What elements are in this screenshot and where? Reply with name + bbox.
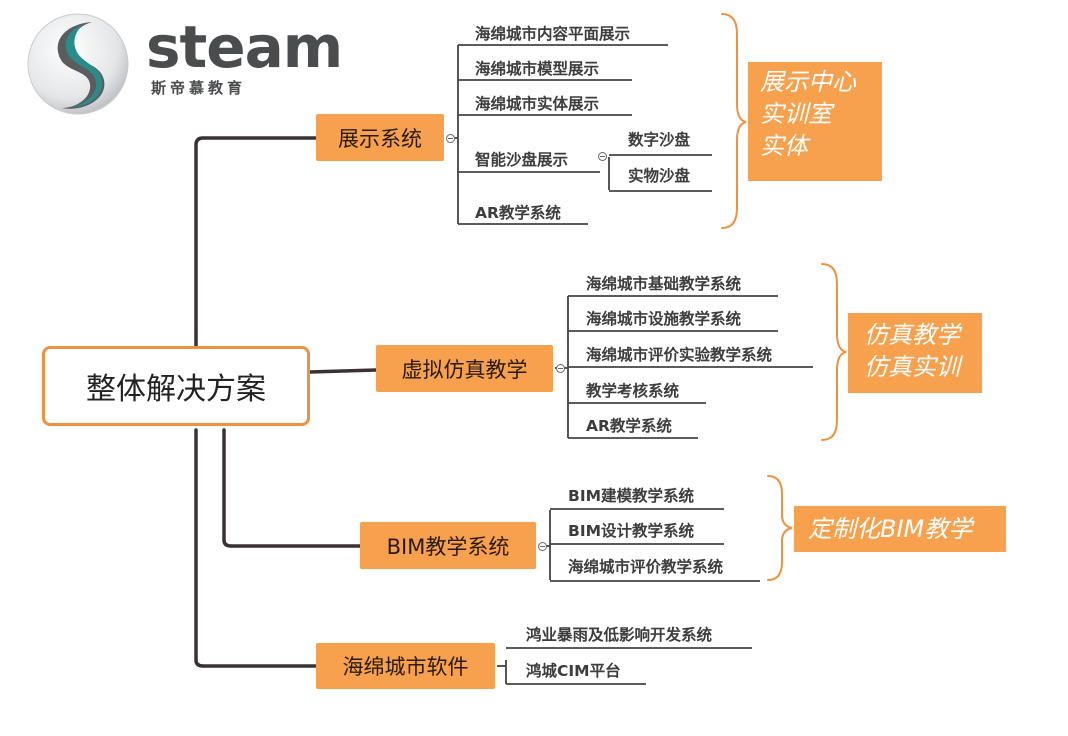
note-line: 仿真教学 xyxy=(864,321,960,349)
subleaf-item[interactable]: 数字沙盘 xyxy=(628,131,691,149)
root-node[interactable]: 整体解决方案 xyxy=(42,346,310,426)
leaf-item[interactable]: 海绵城市模型展示 xyxy=(475,60,600,78)
leaf-item[interactable]: 海绵城市内容平面展示 xyxy=(475,25,631,43)
branch-label: 展示系统 xyxy=(338,126,422,151)
root-label: 整体解决方案 xyxy=(86,372,266,407)
logo-subtitle: 斯帝慕教育 xyxy=(151,79,247,97)
collapse-icon[interactable] xyxy=(446,134,455,143)
branch-sponge-city-software[interactable]: 海绵城市软件 xyxy=(316,643,495,689)
note-line: 定制化BIM教学 xyxy=(808,515,973,543)
note-line: 实体 xyxy=(760,132,808,160)
note-bim: 定制化BIM教学 xyxy=(794,506,1006,552)
leaf-item[interactable]: 鸿业暴雨及低影响开发系统 xyxy=(526,626,713,644)
branch-display-system[interactable]: 展示系统 xyxy=(316,114,444,161)
branch-label: 虚拟仿真教学 xyxy=(401,357,528,382)
leaf-item[interactable]: 智能沙盘展示 xyxy=(475,151,569,169)
leaf-item[interactable]: BIM建模教学系统 xyxy=(568,487,695,505)
leaf-item[interactable]: 鸿城CIM平台 xyxy=(526,662,621,680)
branch-label: BIM教学系统 xyxy=(386,534,510,559)
collapse-icon[interactable] xyxy=(556,364,565,373)
note-line: 实训室 xyxy=(760,100,832,128)
subleaf-item[interactable]: 实物沙盘 xyxy=(628,167,691,185)
branch-bim-teaching[interactable]: BIM教学系统 xyxy=(360,522,536,569)
leaf-item[interactable]: 教学考核系统 xyxy=(586,382,680,400)
steam-logo-icon xyxy=(27,13,129,115)
leaf-item[interactable]: BIM设计教学系统 xyxy=(568,522,695,540)
leaf-item[interactable]: 海绵城市实体展示 xyxy=(475,95,600,113)
collapse-icon[interactable] xyxy=(538,542,547,551)
leaf-item[interactable]: 海绵城市评价教学系统 xyxy=(568,558,724,576)
note-simulation: 仿真教学 仿真实训 xyxy=(848,313,982,393)
leaf-item[interactable]: 海绵城市评价实验教学系统 xyxy=(586,346,773,364)
collapse-icon[interactable] xyxy=(598,152,607,161)
note-line: 展示中心 xyxy=(760,68,856,96)
branch-virtual-simulation[interactable]: 虚拟仿真教学 xyxy=(376,345,553,392)
leaf-item[interactable]: 海绵城市设施教学系统 xyxy=(586,310,742,328)
note-display: 展示中心 实训室 实体 xyxy=(748,62,882,181)
leaf-item[interactable]: AR教学系统 xyxy=(475,204,561,222)
leaf-item[interactable]: 海绵城市基础教学系统 xyxy=(586,275,742,293)
branch-label: 海绵城市软件 xyxy=(342,655,469,679)
logo-wordmark: steam xyxy=(146,13,343,81)
leaf-item[interactable]: AR教学系统 xyxy=(586,417,672,435)
note-line: 仿真实训 xyxy=(864,353,960,381)
